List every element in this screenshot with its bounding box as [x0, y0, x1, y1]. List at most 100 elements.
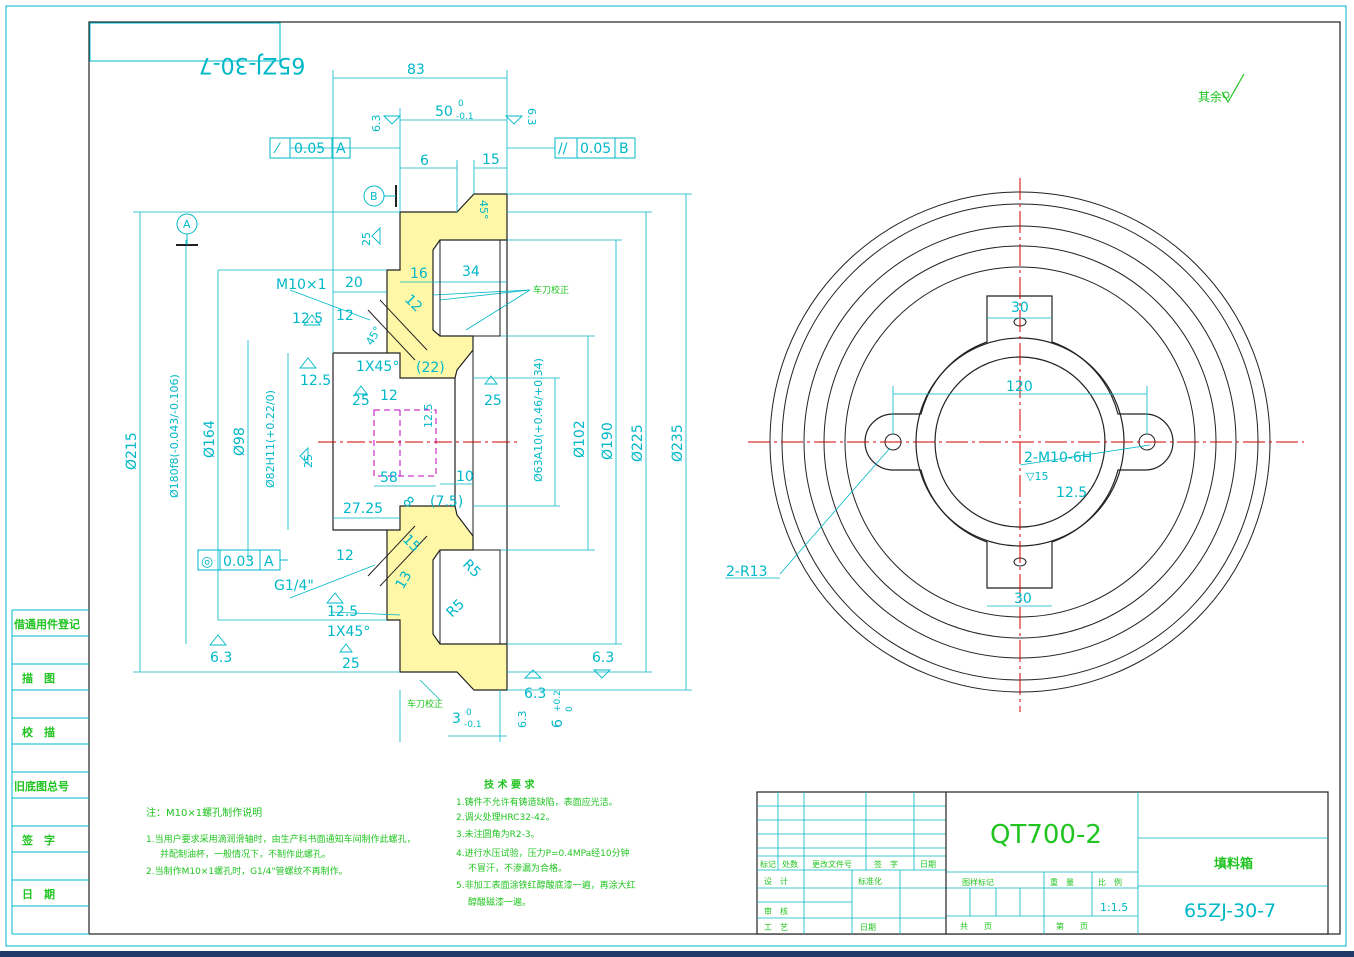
tb-h-total: 共 页 [960, 922, 992, 931]
rough-25-c: 25 [352, 393, 370, 409]
svg-text://: // [558, 141, 568, 157]
dim-3-tol-up: 0 [466, 708, 472, 718]
chamfer-1: 1X45° [356, 359, 399, 375]
tolerance-frame-3: ◎ 0.03 A [197, 549, 288, 571]
tool-note-1: 车刀校正 [533, 284, 569, 296]
notes-m10-line2: 并配制油杯，一般情况下，不制作此螺孔。 [160, 848, 331, 860]
dim-50-tol-lo: -0.1 [456, 112, 474, 122]
tb-h-stage: 图样标记 [962, 877, 994, 887]
window-bottom-bar [0, 951, 1354, 957]
rough-63-c: 6.3 [210, 650, 232, 666]
strip-label-4: 签 字 [21, 833, 55, 847]
dia-190: Ø190 [600, 422, 616, 460]
radius-5-a: R5 [459, 557, 483, 581]
tolerance-frame-2: // 0.05 B [554, 137, 636, 159]
plan-depth: ▽15 [1026, 470, 1048, 483]
chamfer-2: 1X45° [327, 624, 370, 640]
plan-rough-125: 12.5 [1056, 485, 1087, 501]
dia-215: Ø215 [124, 432, 140, 470]
dim-22: (22) [416, 360, 445, 376]
plan-view: 30 30 120 2-M10-6H ▽15 12.5 2-R13 [725, 178, 1304, 712]
notes-m10: 注：M10×1螺孔制作说明 1.当用户要求采用滴润滑轴时，由生产科书面通知车间制… [146, 806, 416, 877]
svg-text:A: A [183, 218, 191, 231]
svg-text:0.05: 0.05 [580, 141, 611, 157]
dim-12-d: 12 [336, 548, 354, 564]
tb-h-design: 设 计 [764, 876, 788, 886]
dim-6b-tol-lo: 0 [565, 706, 575, 712]
tb-drawing-no: 65ZJ-30-7 [1184, 900, 1276, 922]
notes-tech-line4: 4.进行水压试验，压力P=0.4MPa经10分钟 [456, 847, 630, 859]
roughness-note-text: 其余 [1198, 89, 1222, 104]
dim-58: 58 [380, 470, 398, 486]
dim-12-a: 12 [336, 308, 354, 324]
dia-235: Ø235 [670, 424, 686, 462]
dia-164: Ø164 [202, 420, 218, 458]
section-hatch-top [386, 193, 508, 379]
svg-text:A: A [336, 141, 346, 157]
svg-text:0.05: 0.05 [294, 141, 325, 157]
dim-3-tol-lo: -0.1 [464, 720, 482, 730]
title-block: QT700-2 填料箱 65ZJ-30-7 1:1.5 标记 处数 更改文件号 … [756, 791, 1329, 935]
notes-m10-line1: 1.当用户要求采用滴润滑轴时，由生产科书面通知车间制作此螺孔， [146, 833, 416, 845]
mirrored-title-box: 65ZJ-30-7 [89, 22, 305, 77]
notes-tech-line6: 5.非加工表面涂铁红醇酸底漆一遍，再涂大红 [456, 879, 636, 891]
datum-b-marker: B [363, 185, 397, 207]
notes-m10-title: 注：M10×1螺孔制作说明 [146, 806, 262, 819]
tb-h-std: 标准化 [858, 876, 882, 886]
thread-g14: G1/4" [274, 578, 314, 594]
notes-tech: 技 术 要 求 1.铸件不允许有铸造缺陷，表面应光洁。 2.调火处理HRC32-… [456, 778, 636, 908]
tb-h-sign: 签 字 [874, 859, 898, 869]
rough-63-e: 6.3 [524, 686, 546, 702]
rough-25-a: 25 [360, 232, 373, 246]
rough-25-d: 25 [484, 393, 502, 409]
tb-h-count: 处数 [782, 859, 798, 869]
tb-h-mark: 标记 [760, 859, 776, 869]
rough-125-d: 12.5 [327, 604, 358, 620]
roughness-note: 其余 [1198, 73, 1245, 104]
dia-225: Ø225 [630, 424, 646, 462]
drawing-frame [88, 21, 1341, 935]
radius-5-b: R5 [444, 596, 468, 620]
datum-a-marker: A [176, 213, 198, 246]
notes-tech-line3: 3.未注圆角为R2-3。 [456, 828, 540, 840]
strip-label-0: 借通用件登记 [13, 617, 80, 631]
notes-tech-line1: 1.铸件不允许有铸造缺陷，表面应光洁。 [456, 796, 618, 808]
svg-text:◎: ◎ [201, 554, 213, 570]
dim-13: 13 [393, 569, 416, 592]
strip-label-5: 日 期 [22, 887, 55, 901]
svg-text:A: A [264, 554, 274, 570]
dim-6-b: 6 [550, 719, 566, 728]
svg-text:B: B [370, 190, 378, 203]
strip-label-3: 旧底图总号 [14, 779, 69, 793]
rough-63-f: 6.3 [516, 711, 529, 729]
dim-2725: 27.25 [343, 501, 383, 517]
sheet-outer-border [5, 5, 1347, 947]
rough-125-b: 12.5 [300, 373, 331, 389]
dim-15: 15 [482, 152, 500, 168]
thread-hole-dashed [373, 409, 437, 477]
plan-dim-30-top: 30 [1011, 300, 1029, 316]
dim-83: 83 [407, 62, 425, 78]
dim-3: 3 [452, 711, 461, 727]
plan-dim-30-bottom: 30 [1014, 591, 1032, 607]
section-hatch-bottom [386, 505, 508, 691]
rough-63-d: 6.3 [592, 650, 614, 666]
dim-75: (7.5) [430, 494, 463, 510]
svg-text:0.03: 0.03 [223, 554, 254, 570]
notes-tech-line7: 醇酸磁漆一遍。 [468, 896, 531, 908]
strip-label-2: 校 描 [22, 725, 55, 739]
svg-text:B: B [619, 141, 629, 157]
tb-h-weight: 重 量 [1050, 877, 1074, 887]
rough-63-b: 6.3 [525, 108, 538, 126]
rough-25-e: 25 [342, 656, 360, 672]
dia-102: Ø102 [572, 420, 588, 458]
dim-6b-tol-up: +0.2 [553, 690, 563, 712]
dim-50-tol-up: 0 [458, 99, 464, 109]
rough-63-a: 6.3 [370, 115, 383, 133]
rough-25-b: 25 [302, 454, 315, 468]
dia-63: Ø63A10(+0.46/+0.34) [532, 358, 545, 482]
plan-dim-120: 120 [1006, 379, 1033, 395]
strip-label-1: 描 图 [22, 671, 55, 685]
tolerance-frame-1: ⁄ 0.05 A [269, 137, 351, 159]
tb-h-scale: 比 例 [1098, 877, 1122, 887]
